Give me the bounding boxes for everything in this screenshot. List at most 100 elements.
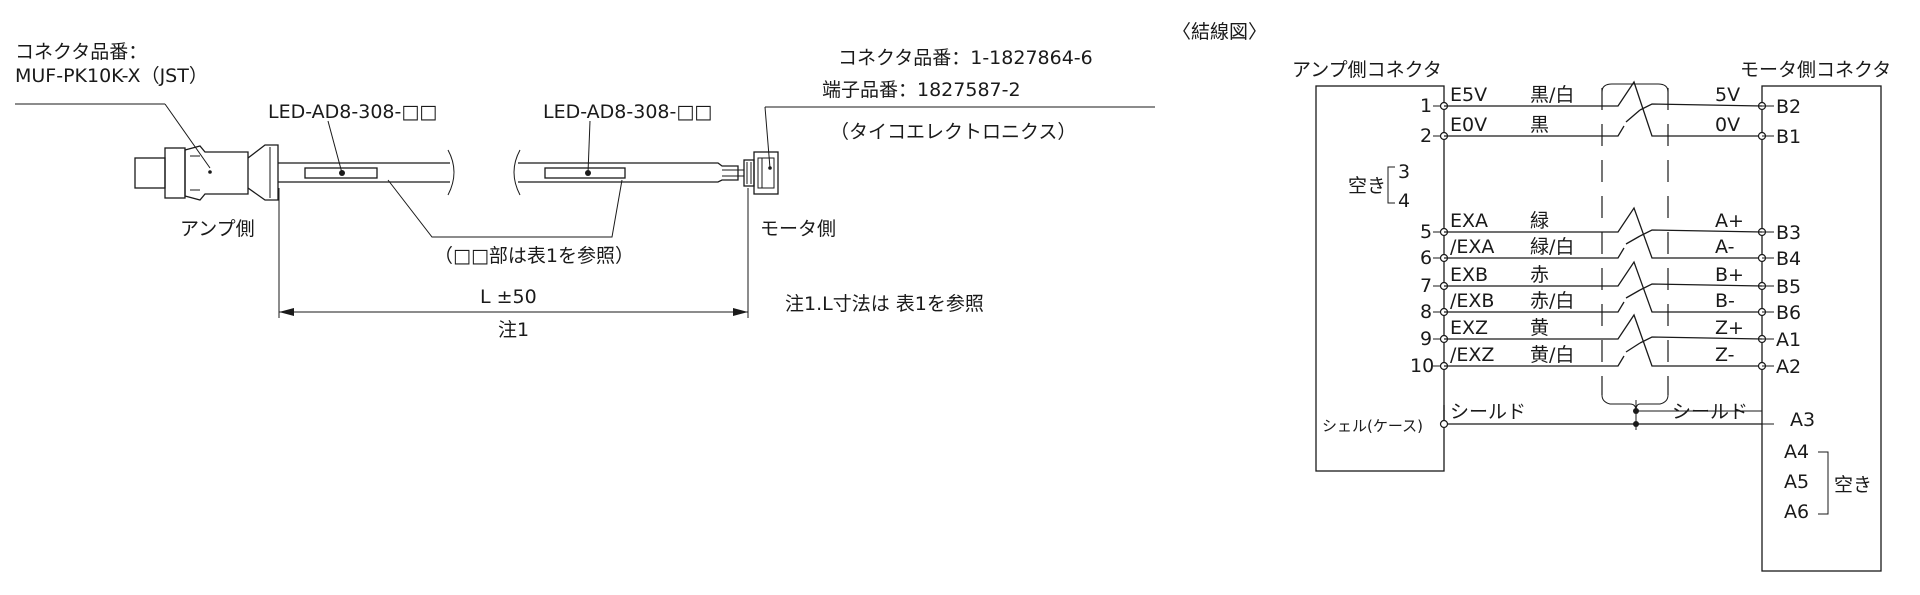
wire-color: 緑: [1530, 210, 1549, 232]
right-connector-label: コネクタ品番：1-1827864-6: [838, 47, 1093, 69]
signal-wire: [1444, 301, 1625, 313]
motor-pin-number: B4: [1776, 248, 1801, 270]
signal-name: E5V: [1450, 84, 1487, 106]
amp-pin-number: 9: [1420, 328, 1432, 350]
motor-empty-pin-a6: A6: [1784, 501, 1809, 523]
signal-wire: [1444, 125, 1625, 137]
cable-label-1: LED-AD8-308-□□: [268, 101, 437, 123]
cable-label-2-leader: [587, 120, 591, 174]
amp-pin-number: 2: [1420, 125, 1432, 147]
maker-label: （タイコエレクトロニクス）: [830, 121, 1076, 143]
shell-label: シェル(ケース): [1322, 417, 1423, 435]
amp-empty-pin-4: 4: [1398, 190, 1410, 212]
signal-name: /EXB: [1450, 290, 1494, 312]
signal-wire-cross: [1639, 103, 1763, 111]
wire-color: 黄/白: [1530, 344, 1574, 366]
signal-wire-cross: [1639, 229, 1763, 237]
motor-empty-pin-a5: A5: [1784, 471, 1809, 493]
motor-side-label: モータ側: [760, 218, 836, 240]
length-note: 注1: [498, 319, 529, 341]
wire-color: 赤: [1530, 264, 1549, 286]
signal-wire-cross: [1625, 289, 1641, 299]
shield-motor-pin: A3: [1790, 409, 1815, 431]
amp-pin-number: 6: [1420, 247, 1432, 269]
length-label: L ±50: [480, 286, 537, 308]
right-leader-diagonal: [764, 106, 771, 169]
motor-pin-number: A1: [1776, 329, 1801, 351]
wire-color: 赤/白: [1530, 290, 1574, 312]
signal-wire: [1444, 206, 1762, 259]
signal-wire: [1444, 247, 1625, 259]
footnote: 注1.L寸法は 表1を参照: [785, 293, 984, 315]
motor-pin-number: B5: [1776, 276, 1801, 298]
signal-wire: [1444, 313, 1762, 367]
signal-name: EXZ: [1450, 317, 1488, 339]
left-connector-part: MUF-PK10K-X（JST）: [15, 65, 208, 87]
signal-wire-cross: [1639, 283, 1763, 291]
amp-pin-number: 8: [1420, 301, 1432, 323]
wire-color: 黒/白: [1530, 84, 1574, 106]
amp-pin-number: 5: [1420, 221, 1432, 243]
amp-connector-icon: [134, 144, 279, 201]
signal-name: EXB: [1450, 264, 1488, 286]
wiring-row: 1 E5V 黒/白 5V B2: [1420, 80, 1801, 137]
amp-connector-title: アンプ側コネクタ: [1292, 59, 1442, 81]
motor-pin-number: B3: [1776, 222, 1801, 244]
left-leader-diagonal: [164, 103, 211, 169]
motor-connector-box: [1761, 85, 1882, 572]
wire-color: 緑/白: [1530, 236, 1574, 258]
amp-pin-number: 7: [1420, 275, 1432, 297]
shield-right-label: シールド: [1672, 401, 1748, 423]
wiring-title: 〈結線図〉: [1172, 21, 1267, 43]
wiring-diagram: 〈結線図〉 アンプ側コネクタ モータ側コネクタ 空き 3 4 1 E5V 黒/白 5V…: [1172, 21, 1891, 572]
shield-wiring: [1439, 394, 1762, 430]
signal-name: EXA: [1450, 210, 1488, 232]
wiring-row: 7 EXB 赤 B+ B5: [1420, 260, 1801, 313]
motor-signal-name: Z+: [1715, 317, 1744, 339]
amp-pin-number: 1: [1420, 95, 1432, 117]
motor-signal-name: 0V: [1715, 114, 1740, 136]
signal-wire-cross: [1625, 342, 1641, 353]
motor-pin-number: A2: [1776, 356, 1801, 378]
dim-arrow-right: [733, 308, 748, 316]
motor-connector-title: モータ側コネクタ: [1740, 59, 1891, 81]
motor-empty-bracket: [1818, 451, 1829, 515]
signal-name: E0V: [1450, 114, 1487, 136]
motor-empty-label: 空き: [1834, 474, 1872, 496]
signal-name: /EXA: [1450, 236, 1494, 258]
signal-wire: [1444, 80, 1762, 137]
motor-pin-number: B2: [1776, 96, 1801, 118]
motor-signal-name: 5V: [1715, 84, 1740, 106]
amp-empty-bracket: [1387, 166, 1395, 204]
motor-signal-name: B+: [1715, 264, 1744, 286]
shield-left-label: シールド: [1450, 401, 1526, 423]
wire-color: 黄: [1530, 317, 1549, 339]
signal-wire: [1444, 260, 1762, 313]
motor-signal-name: A-: [1715, 236, 1734, 258]
wiring-row: 6/EXA 緑/白 A- B4: [1420, 229, 1801, 270]
amp-empty-pin-3: 3: [1398, 161, 1410, 183]
wire-color: 黒: [1530, 114, 1549, 136]
wiring-row: 9 EXZ 黄 Z+ A1: [1420, 313, 1801, 367]
signal-name: /EXZ: [1450, 344, 1494, 366]
motor-signal-name: B-: [1715, 290, 1735, 312]
left-connector-label: コネクタ品番：: [15, 41, 147, 63]
cable-body-right: [513, 149, 744, 196]
amp-side-label: アンプ側: [180, 218, 255, 240]
amp-pin-number: 10: [1410, 355, 1434, 377]
cable-body-left: [278, 149, 455, 196]
signal-wire: [1444, 355, 1625, 367]
amp-empty-label: 空き: [1348, 175, 1386, 197]
dim-arrow-left: [279, 308, 294, 316]
cable-label-1-leader: [327, 120, 343, 174]
signal-wire-cross: [1625, 235, 1641, 245]
cable-label-2: LED-AD8-308-□□: [543, 101, 712, 123]
motor-empty-pin-a4: A4: [1784, 441, 1809, 463]
motor-pin-number: B1: [1776, 126, 1801, 148]
wiring-row: 2 E0V 黒 0V B1: [1420, 103, 1801, 148]
motor-connector-icon: [743, 151, 779, 195]
